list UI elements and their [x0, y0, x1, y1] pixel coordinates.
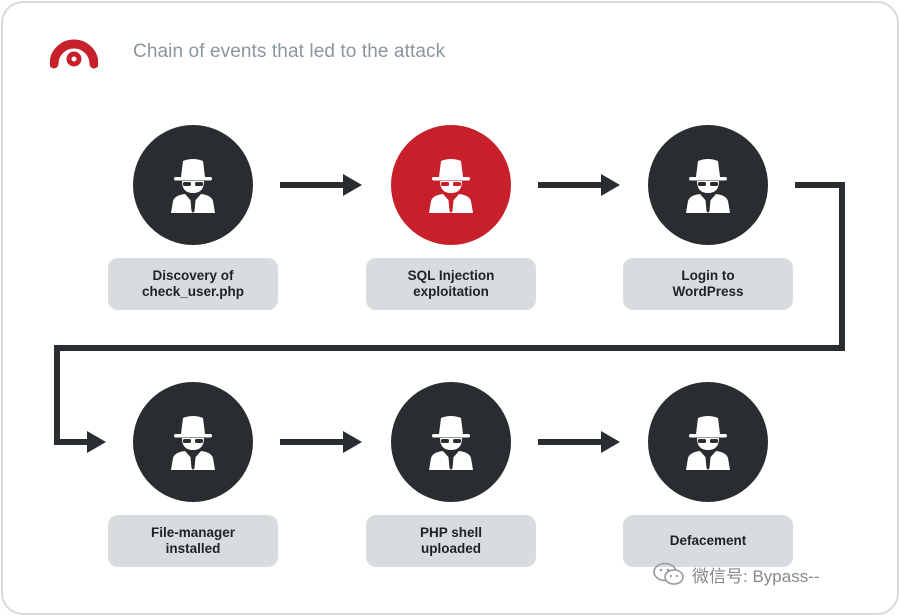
step-6-label: Defacement: [623, 515, 793, 567]
step-4-label: File-manager installed: [108, 515, 278, 567]
diagram-title: Chain of events that led to the attack: [133, 41, 446, 62]
step-5-label: PHP shell uploaded: [366, 515, 536, 567]
step-1-label: Discovery of check_user.php: [108, 258, 278, 310]
watermark-text: 微信号: Bypass--: [692, 566, 820, 586]
arrow-3-4: [54, 182, 845, 445]
spy-icon: [171, 416, 215, 470]
spy-icon: [429, 159, 473, 213]
step-4-node: [133, 382, 253, 502]
watermark: 微信号: Bypass--: [652, 562, 820, 586]
step-6-node: [648, 382, 768, 502]
step-2-label: SQL Injection exploitation: [366, 258, 536, 310]
spy-icon: [686, 159, 730, 213]
step-1-node: [133, 125, 253, 245]
spy-icon: [171, 159, 215, 213]
logo-icon: [50, 39, 98, 69]
spy-icon: [686, 416, 730, 470]
step-3-node: [648, 125, 768, 245]
spy-icon: [429, 416, 473, 470]
step-2-node: [391, 125, 511, 245]
wechat-icon: [653, 562, 684, 585]
step-3-label: Login to WordPress: [623, 258, 793, 310]
step-5-node: [391, 382, 511, 502]
